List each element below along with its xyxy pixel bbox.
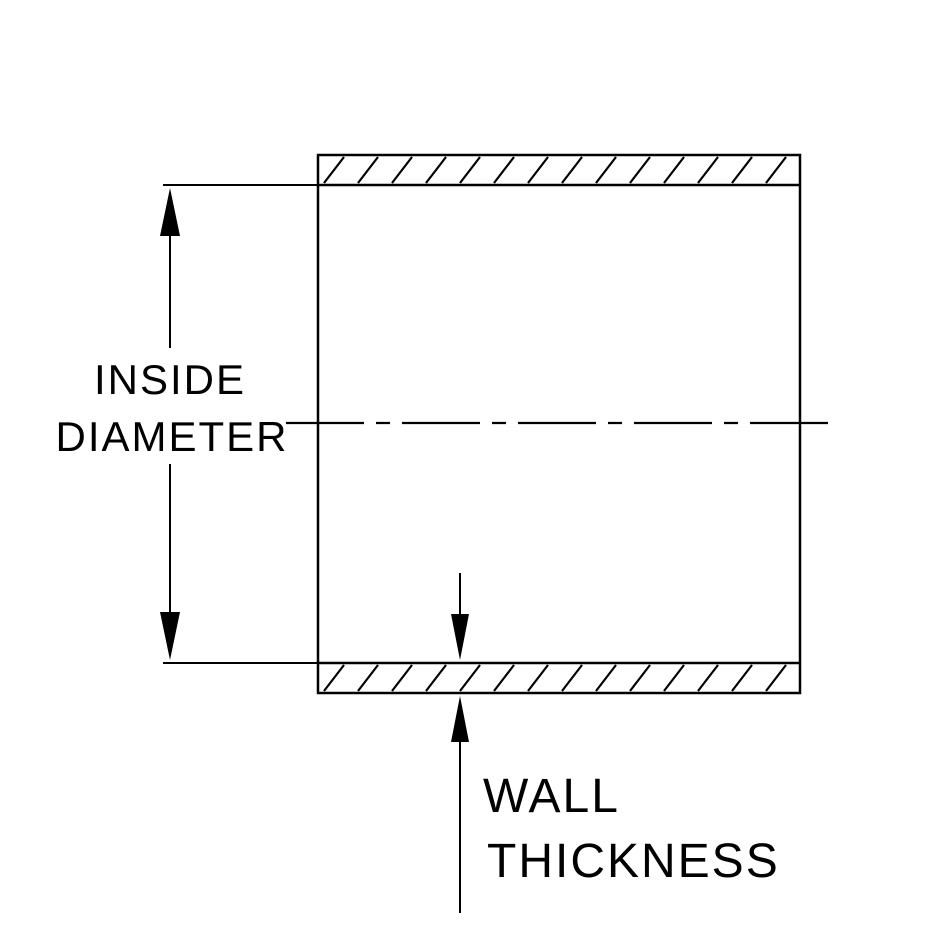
hatch-line bbox=[731, 156, 753, 184]
hatch-line bbox=[527, 156, 549, 184]
hatch-line bbox=[323, 156, 345, 184]
hatch-line bbox=[561, 664, 583, 692]
hatch-line bbox=[731, 664, 753, 692]
hatch-line bbox=[391, 664, 413, 692]
wall-thickness-label-line2: THICKNESS bbox=[487, 835, 780, 888]
wt-arrowhead-up bbox=[451, 696, 469, 742]
hatch-line bbox=[425, 664, 447, 692]
inside-diameter-label-line1: INSIDE bbox=[94, 356, 246, 403]
hatch-line bbox=[459, 156, 481, 184]
id-arrowhead-down bbox=[160, 612, 180, 660]
wall-thickness-label-line1: WALL bbox=[483, 770, 620, 823]
top-wall-hatch bbox=[323, 156, 787, 184]
hatch-line bbox=[629, 156, 651, 184]
hatch-line bbox=[663, 664, 685, 692]
inside-diameter-label-line2: DIAMETER bbox=[55, 413, 288, 460]
hatch-line bbox=[629, 664, 651, 692]
hatch-line bbox=[697, 664, 719, 692]
hatch-line bbox=[323, 664, 345, 692]
hatch-line bbox=[765, 156, 787, 184]
bottom-wall-hatch bbox=[323, 664, 787, 692]
hatch-line bbox=[765, 664, 787, 692]
hatch-line bbox=[493, 664, 515, 692]
hatch-line bbox=[697, 156, 719, 184]
hatch-line bbox=[663, 156, 685, 184]
wt-arrowhead-down bbox=[451, 614, 469, 660]
hatch-line bbox=[595, 664, 617, 692]
hatch-line bbox=[595, 156, 617, 184]
hatch-line bbox=[459, 664, 481, 692]
hatch-line bbox=[425, 156, 447, 184]
hatch-line bbox=[527, 664, 549, 692]
hatch-line bbox=[561, 156, 583, 184]
id-arrowhead-up bbox=[160, 188, 180, 236]
hatch-line bbox=[391, 156, 413, 184]
hatch-line bbox=[357, 156, 379, 184]
hatch-line bbox=[493, 156, 515, 184]
hatch-line bbox=[357, 664, 379, 692]
